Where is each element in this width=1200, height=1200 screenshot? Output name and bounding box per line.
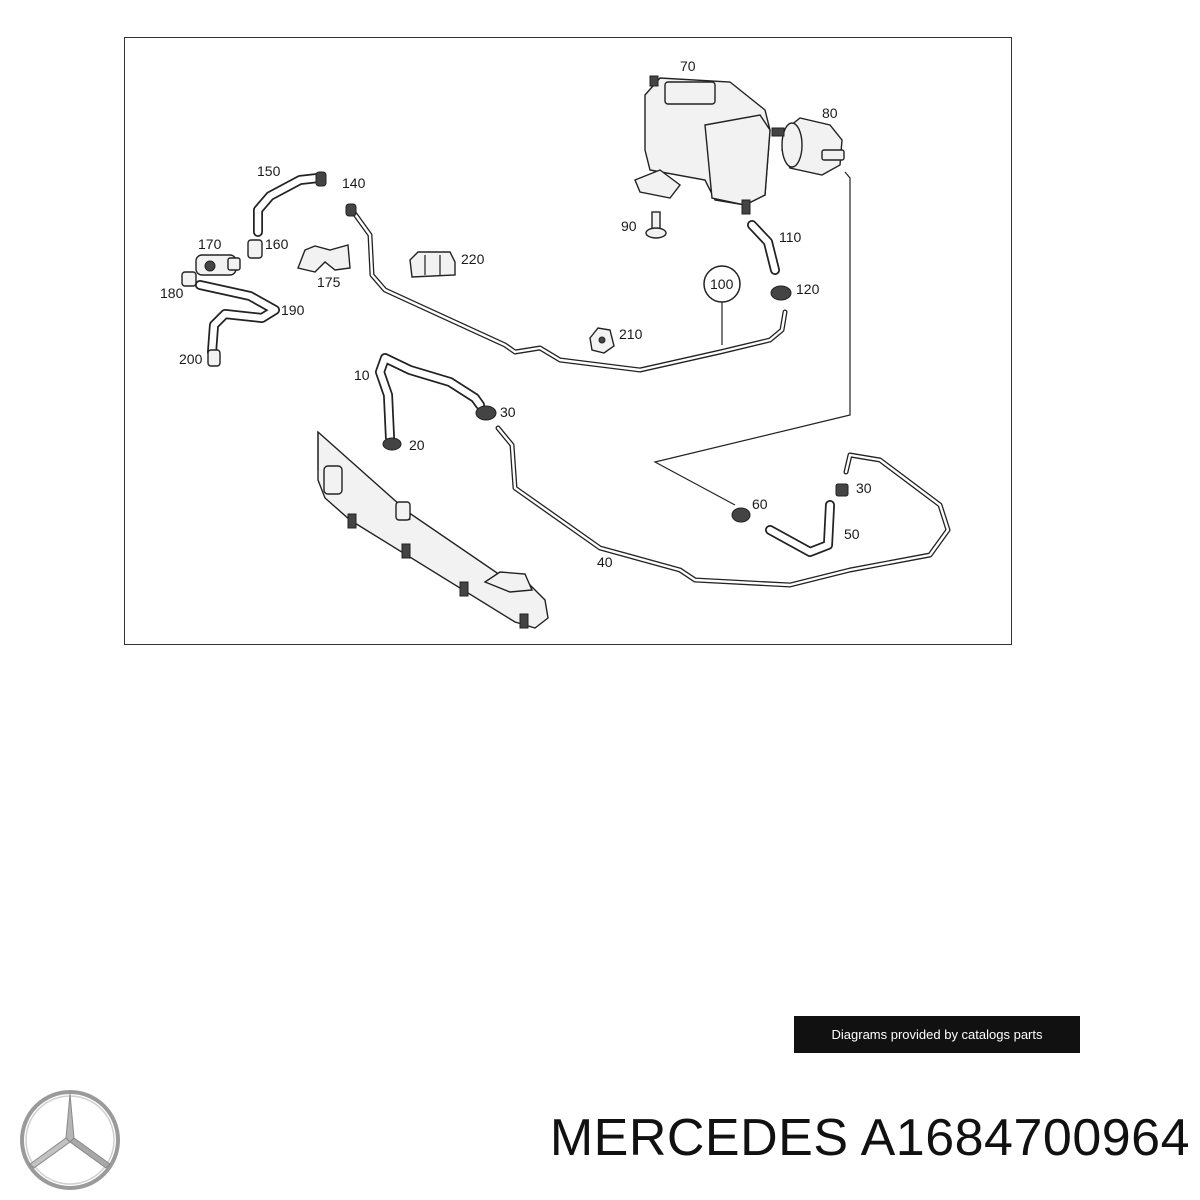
- connector-160: [247, 239, 263, 259]
- mercedes-star-logo: [20, 1090, 120, 1190]
- label-40: 40: [597, 554, 613, 570]
- part-title: MERCEDES A1684700964: [549, 1109, 1190, 1167]
- clip-210: [589, 327, 615, 354]
- label-140: 140: [342, 175, 366, 191]
- clamp-30a: [475, 405, 497, 421]
- hose-50: [765, 500, 835, 557]
- clamp-30b: [835, 483, 849, 497]
- connector-180: [181, 271, 197, 287]
- label-220: 220: [461, 251, 485, 267]
- clamp-60: [731, 507, 751, 523]
- label-30b: 30: [856, 480, 872, 496]
- connector-200: [207, 349, 221, 367]
- label-120: 120: [796, 281, 820, 297]
- valve-170: [195, 254, 241, 276]
- label-10: 10: [354, 367, 370, 383]
- hose-110: [747, 220, 780, 275]
- diagram-frame: [124, 37, 1012, 645]
- label-150: 150: [257, 163, 281, 179]
- label-90: 90: [621, 218, 637, 234]
- label-70: 70: [680, 58, 696, 74]
- filter-80: [771, 117, 845, 176]
- connector-140: [315, 171, 357, 217]
- label-170: 170: [198, 236, 222, 252]
- label-80: 80: [822, 105, 838, 121]
- fuel-rail: [317, 430, 549, 629]
- bracket-175: [297, 244, 351, 273]
- hose-150: [253, 173, 323, 237]
- label-60: 60: [752, 496, 768, 512]
- label-175: 175: [317, 274, 341, 290]
- clamp-20: [382, 437, 402, 451]
- label-30a: 30: [500, 404, 516, 420]
- clip-220: [409, 251, 456, 278]
- callout-labels: 70 80 150 140 90 110 170 160 220 175 100…: [160, 58, 872, 570]
- label-200: 200: [179, 351, 203, 367]
- label-100: 100: [710, 276, 734, 292]
- return-pipe: [349, 207, 788, 373]
- hose-190: [195, 280, 280, 357]
- credit-banner: Diagrams provided by catalogs parts: [794, 1016, 1080, 1053]
- label-190: 190: [281, 302, 305, 318]
- label-160: 160: [265, 236, 289, 252]
- label-180: 180: [160, 285, 184, 301]
- label-110: 110: [779, 229, 802, 245]
- label-20: 20: [409, 437, 425, 453]
- clamp-120: [770, 285, 792, 301]
- screw-90: [645, 211, 667, 239]
- fuel-pipe-40: [495, 425, 951, 588]
- leader-lines: [653, 171, 851, 506]
- label-100-circle: [703, 265, 741, 303]
- hose-10: [375, 353, 485, 443]
- canister-70: [634, 75, 771, 215]
- label-210: 210: [619, 326, 643, 342]
- label-50: 50: [844, 526, 860, 542]
